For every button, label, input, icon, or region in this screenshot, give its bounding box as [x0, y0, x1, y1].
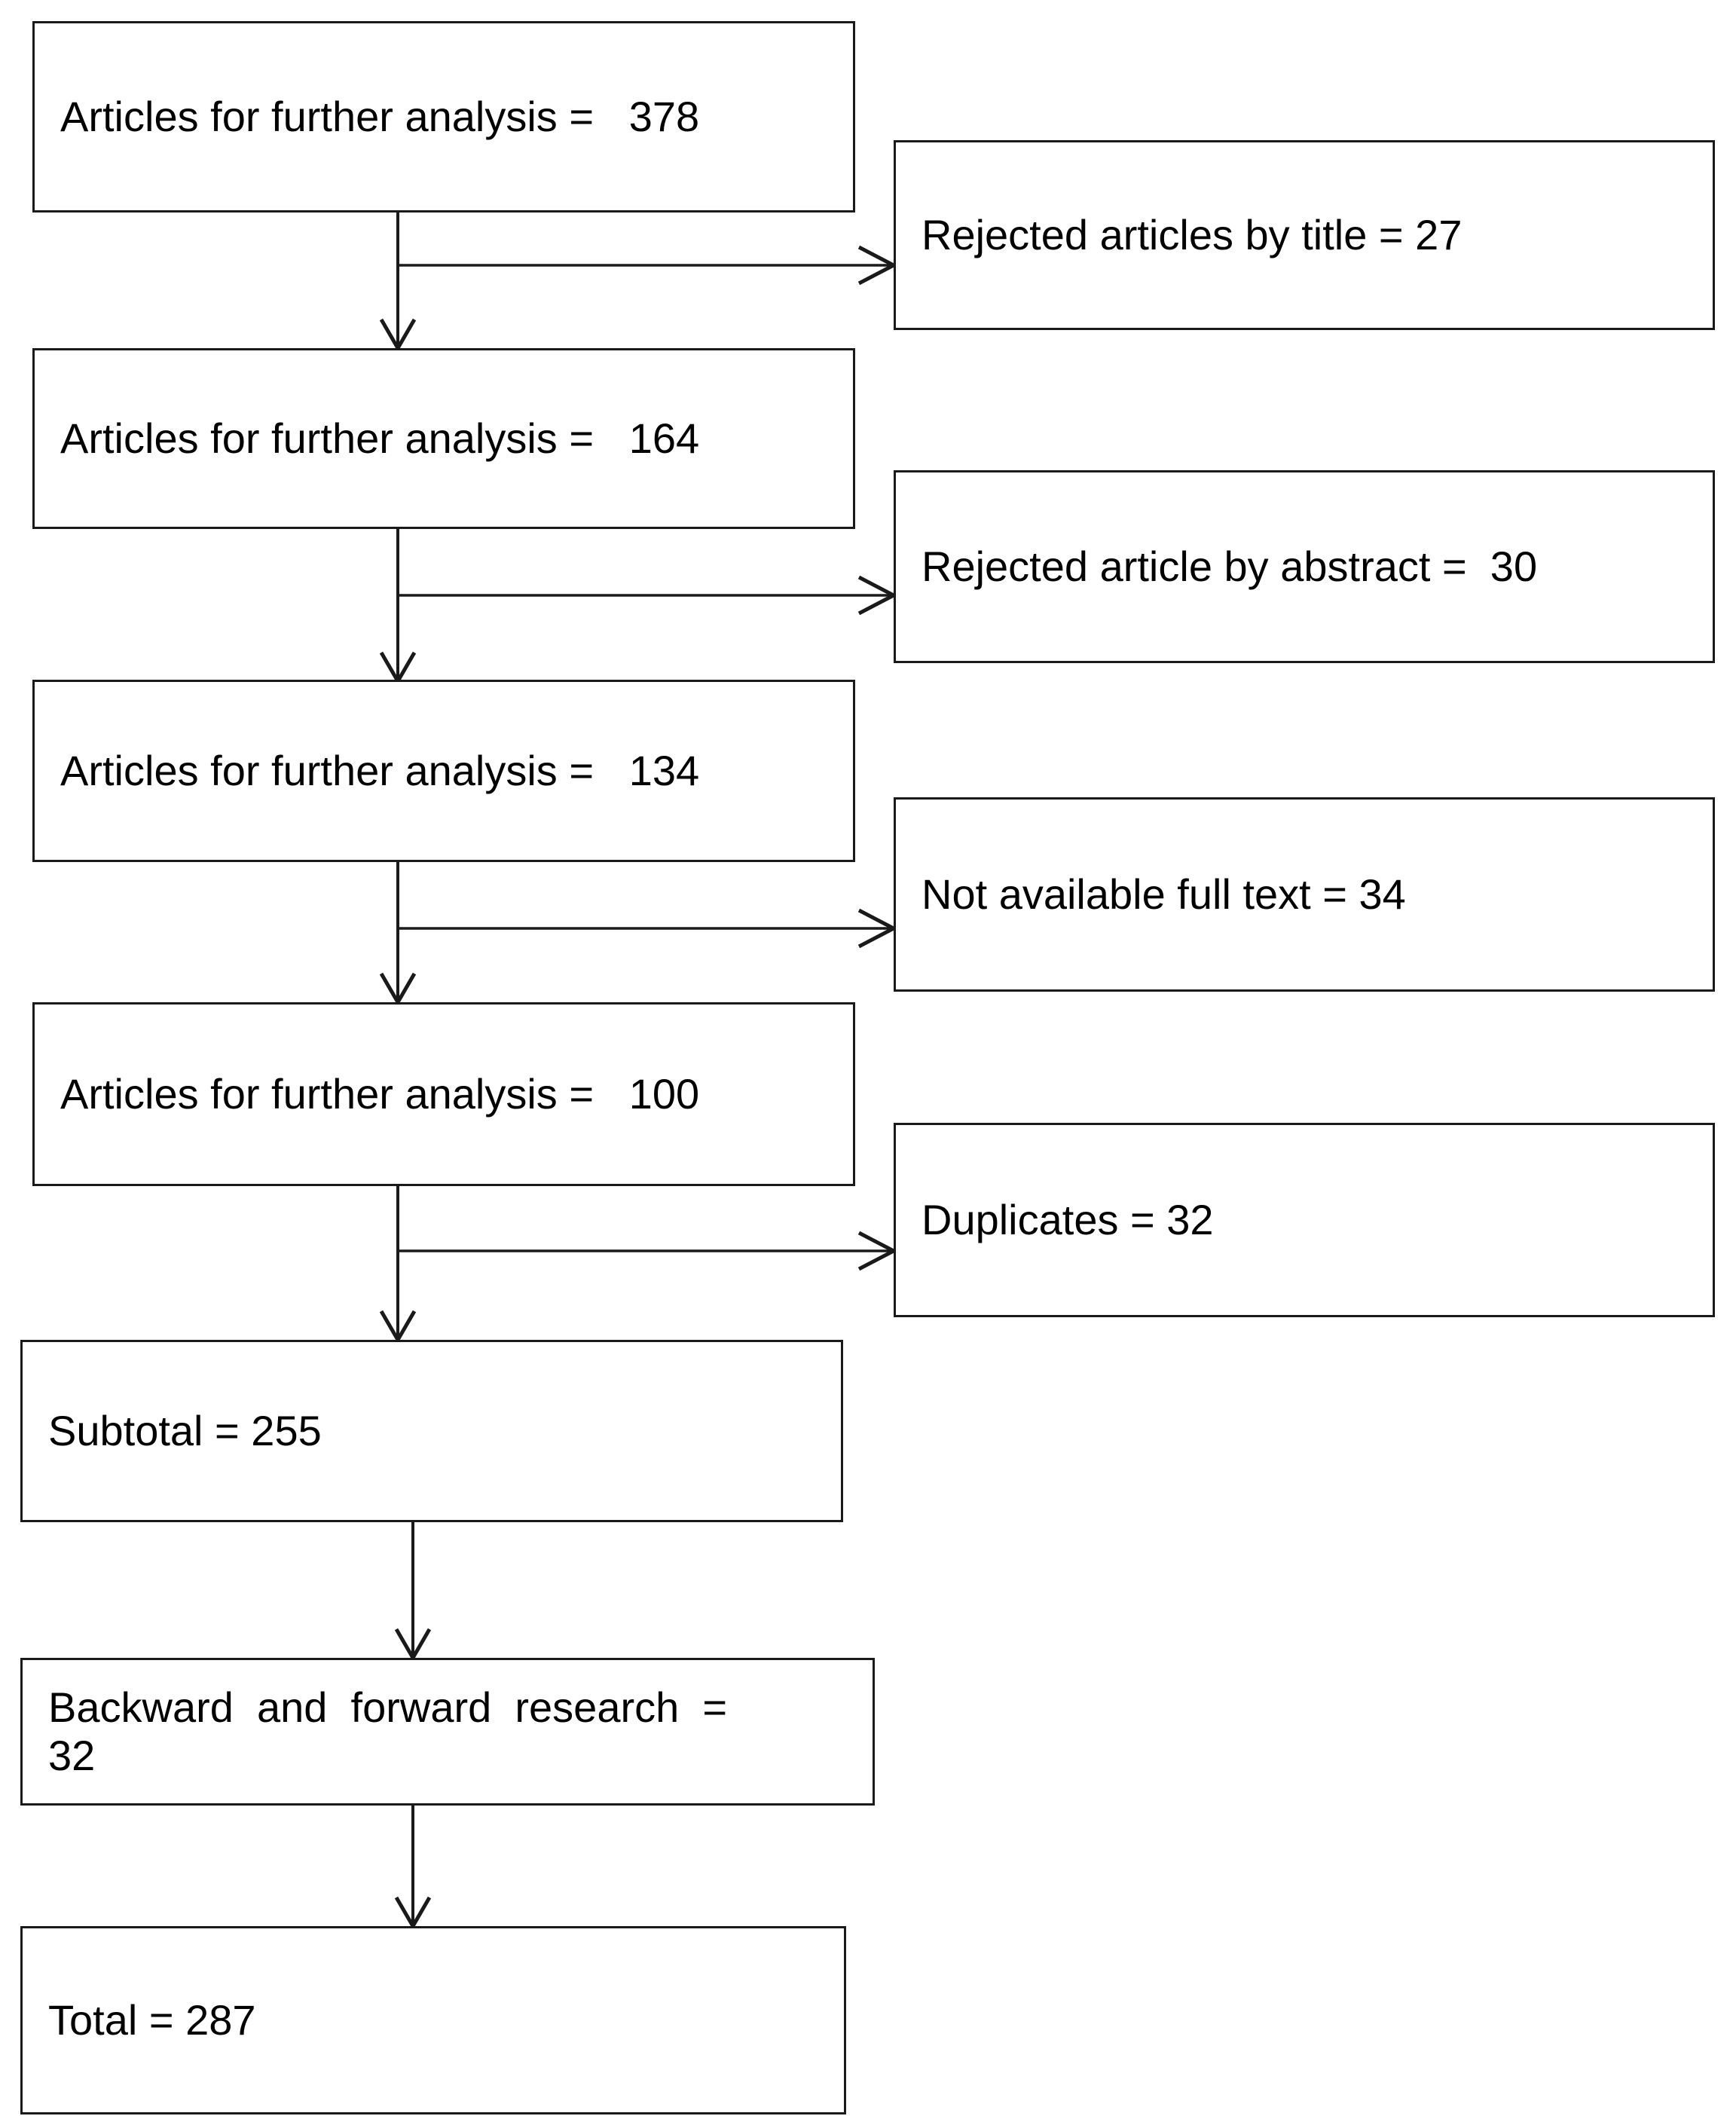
node-backward-forward-research-32: Backward and forward research = 32 [20, 1658, 875, 1806]
node-label: Articles for further analysis = 100 [60, 1070, 700, 1118]
node-total-287: Total = 287 [20, 1926, 846, 2114]
node-articles-378: Articles for further analysis = 378 [32, 21, 855, 213]
node-articles-100: Articles for further analysis = 100 [32, 1002, 855, 1186]
node-label: Rejected article by abstract = 30 [921, 543, 1538, 591]
node-label: Backward and forward research = 32 [48, 1683, 728, 1779]
edge-n3-to-s3 [398, 908, 898, 949]
node-label: Articles for further analysis = 134 [60, 747, 700, 795]
node-label: Articles for further analysis = 164 [60, 414, 700, 463]
edge-n4-to-s4 [398, 1231, 898, 1271]
node-label: Subtotal = 255 [48, 1407, 322, 1455]
node-duplicates-32: Duplicates = 32 [894, 1123, 1715, 1317]
node-subtotal-255: Subtotal = 255 [20, 1340, 843, 1522]
edge-n1-to-s1 [398, 245, 898, 286]
node-rejected-by-title-27: Rejected articles by title = 27 [894, 140, 1715, 330]
node-rejected-by-abstract-30: Rejected article by abstract = 30 [894, 470, 1715, 663]
node-label: Rejected articles by title = 27 [921, 211, 1462, 259]
node-label: Duplicates = 32 [921, 1196, 1214, 1244]
edge-n2-to-n3 [379, 527, 417, 685]
edge-n5-to-n6 [394, 1521, 432, 1662]
node-label: Articles for further analysis = 378 [60, 93, 700, 141]
edge-n1-to-n2 [379, 211, 417, 352]
node-label: Not available full text = 34 [921, 870, 1406, 919]
node-not-available-full-text-34: Not available full text = 34 [894, 797, 1715, 992]
edge-n4-to-n5 [379, 1185, 417, 1344]
node-articles-164: Articles for further analysis = 164 [32, 348, 855, 529]
edge-n6-to-n7 [394, 1804, 432, 1930]
edge-n2-to-s2 [398, 575, 898, 616]
edge-n3-to-n4 [379, 861, 417, 1006]
node-label: Total = 287 [48, 1996, 256, 2044]
node-articles-134: Articles for further analysis = 134 [32, 680, 855, 862]
